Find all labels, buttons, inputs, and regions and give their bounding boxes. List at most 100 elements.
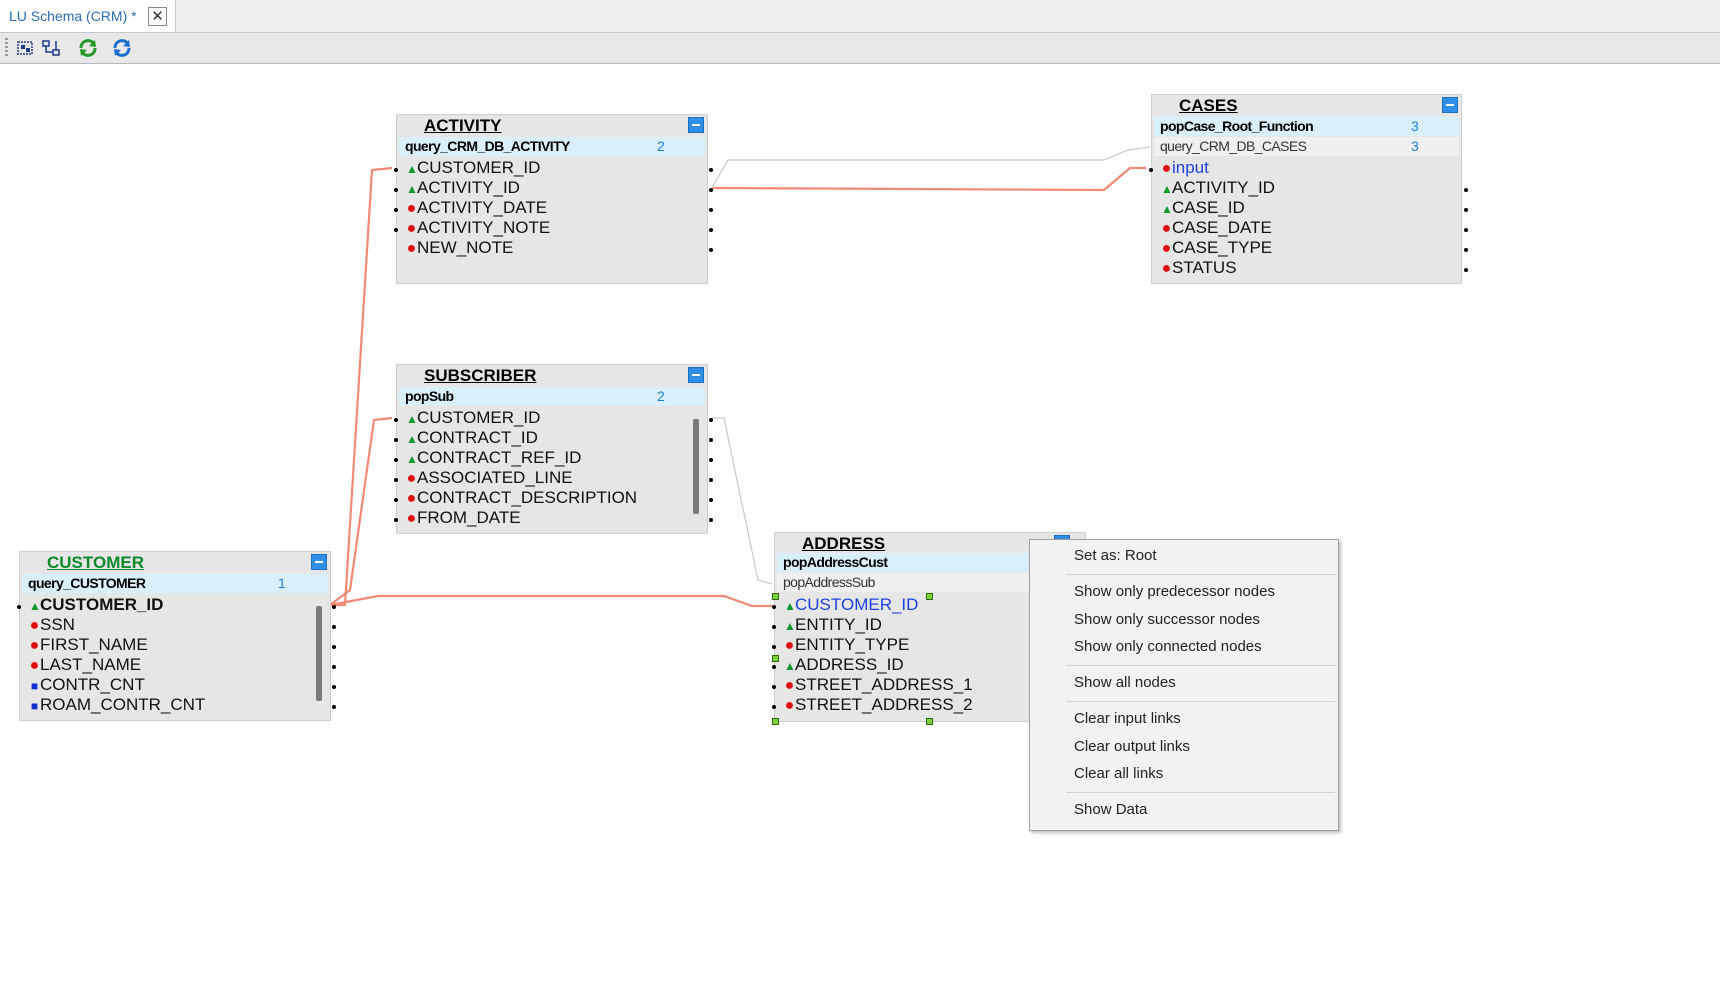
output-port[interactable]: [709, 418, 713, 422]
field-row[interactable]: ▲CUSTOMER_ID: [29, 595, 163, 615]
input-port[interactable]: [394, 458, 398, 462]
input-port[interactable]: [772, 645, 776, 649]
field-row[interactable]: ▲CUSTOMER_ID: [784, 595, 918, 615]
output-port[interactable]: [709, 168, 713, 172]
field-row[interactable]: ●LAST_NAME: [29, 655, 141, 675]
field-row[interactable]: ●ENTITY_TYPE: [784, 635, 910, 655]
menu-item-show-only-connected-nodes[interactable]: Show only connected nodes: [1074, 638, 1262, 655]
input-port[interactable]: [394, 168, 398, 172]
output-port[interactable]: [709, 188, 713, 192]
collapse-icon[interactable]: [311, 554, 327, 570]
node-title[interactable]: ACTIVITY: [424, 116, 502, 135]
node-title[interactable]: SUBSCRIBER: [424, 366, 537, 385]
population-row[interactable]: query_CRM_DB_ACTIVITY 2: [399, 137, 705, 156]
output-port[interactable]: [709, 208, 713, 212]
menu-item-clear-output-links[interactable]: Clear output links: [1074, 738, 1190, 755]
tab-lu-schema-crm[interactable]: LU Schema (CRM) * ✕: [0, 0, 176, 32]
menu-item-show-only-successor-nodes[interactable]: Show only successor nodes: [1074, 611, 1260, 628]
input-port[interactable]: [772, 685, 776, 689]
population-row[interactable]: popSub 2: [399, 387, 705, 406]
node-scrollbar[interactable]: [316, 606, 322, 701]
node-title[interactable]: ADDRESS: [802, 534, 886, 553]
output-port[interactable]: [1464, 248, 1468, 252]
refresh-blue-icon[interactable]: [110, 37, 134, 59]
menu-item-show-all-nodes[interactable]: Show all nodes: [1074, 674, 1176, 691]
node-cases[interactable]: CASES popCase_Root_Function 3 query_CRM_…: [1149, 94, 1468, 284]
output-port[interactable]: [709, 458, 713, 462]
population-row[interactable]: popAddressCust: [777, 553, 1083, 572]
output-port[interactable]: [709, 498, 713, 502]
menu-item-show-only-predecessor-nodes[interactable]: Show only predecessor nodes: [1074, 583, 1275, 600]
field-row[interactable]: ■CONTR_CNT: [29, 675, 145, 695]
input-port[interactable]: [1149, 168, 1153, 172]
selection-handle[interactable]: [772, 718, 779, 725]
field-row[interactable]: ●FROM_DATE: [406, 508, 521, 528]
field-row[interactable]: ▲ADDRESS_ID: [784, 655, 904, 675]
collapse-icon[interactable]: [688, 367, 704, 383]
field-row[interactable]: ▲CASE_ID: [1161, 198, 1245, 218]
output-port[interactable]: [332, 685, 336, 689]
node-customer[interactable]: CUSTOMER query_CUSTOMER 1 ▲CUSTOMER_ID ●…: [17, 551, 336, 721]
input-port[interactable]: [394, 188, 398, 192]
field-row[interactable]: ●NEW_NOTE: [406, 238, 514, 258]
output-port[interactable]: [1464, 188, 1468, 192]
field-row[interactable]: ●FIRST_NAME: [29, 635, 148, 655]
input-port[interactable]: [17, 605, 21, 609]
selection-handle[interactable]: [772, 655, 779, 662]
node-title[interactable]: CASES: [1179, 96, 1238, 115]
population-row[interactable]: popCase_Root_Function 3: [1154, 117, 1459, 136]
field-row[interactable]: ▲CUSTOMER_ID: [406, 408, 540, 428]
field-row[interactable]: ▲CONTRACT_REF_ID: [406, 448, 581, 468]
output-port[interactable]: [332, 645, 336, 649]
field-row[interactable]: ●CASE_DATE: [1161, 218, 1272, 238]
population-row[interactable]: popAddressSub: [777, 573, 1083, 592]
field-row[interactable]: ●ASSOCIATED_LINE: [406, 468, 573, 488]
menu-item-show-data[interactable]: Show Data: [1074, 801, 1148, 818]
output-port[interactable]: [709, 518, 713, 522]
field-row[interactable]: ●STREET_ADDRESS_1: [784, 675, 973, 695]
field-row[interactable]: ▲CONTRACT_ID: [406, 428, 538, 448]
field-row[interactable]: ▲CUSTOMER_ID: [406, 158, 540, 178]
field-row[interactable]: ●CASE_TYPE: [1161, 238, 1273, 258]
output-port[interactable]: [709, 478, 713, 482]
collapse-icon[interactable]: [688, 117, 704, 133]
output-port[interactable]: [709, 228, 713, 232]
input-port[interactable]: [394, 418, 398, 422]
population-row[interactable]: query_CUSTOMER 1: [22, 574, 328, 593]
node-title[interactable]: CUSTOMER: [47, 553, 144, 572]
collapse-icon[interactable]: [1442, 97, 1458, 113]
field-row[interactable]: ▲ACTIVITY_ID: [406, 178, 520, 198]
close-tab-icon[interactable]: ✕: [148, 7, 167, 26]
field-row[interactable]: ●STREET_ADDRESS_2: [784, 695, 973, 715]
population-row[interactable]: query_CRM_DB_CASES 3: [1154, 137, 1459, 156]
field-row[interactable]: ●ACTIVITY_NOTE: [406, 218, 551, 238]
selection-handle[interactable]: [926, 593, 933, 600]
output-port[interactable]: [332, 605, 336, 609]
field-row[interactable]: ■ROAM_CONTR_CNT: [29, 695, 205, 715]
node-subscriber[interactable]: SUBSCRIBER popSub 2 ▲CUSTOMER_ID ▲CONTRA…: [394, 364, 713, 534]
menu-item-set-as-root[interactable]: Set as: Root: [1074, 547, 1157, 564]
auto-layout-icon[interactable]: [40, 37, 64, 59]
field-row[interactable]: ●input: [1161, 158, 1209, 178]
schema-canvas[interactable]: [0, 64, 1720, 993]
input-port[interactable]: [394, 478, 398, 482]
output-port[interactable]: [1464, 208, 1468, 212]
input-port[interactable]: [772, 605, 776, 609]
output-port[interactable]: [709, 248, 713, 252]
input-port[interactable]: [772, 705, 776, 709]
output-port[interactable]: [332, 665, 336, 669]
output-port[interactable]: [332, 625, 336, 629]
menu-item-clear-all-links[interactable]: Clear all links: [1074, 765, 1164, 782]
output-port[interactable]: [1464, 268, 1468, 272]
field-row[interactable]: ●CONTRACT_DESCRIPTION: [406, 488, 637, 508]
input-port[interactable]: [772, 625, 776, 629]
output-port[interactable]: [1464, 228, 1468, 232]
input-port[interactable]: [394, 438, 398, 442]
input-port[interactable]: [394, 228, 398, 232]
field-row[interactable]: ▲ACTIVITY_ID: [1161, 178, 1275, 198]
field-row[interactable]: ●STATUS: [1161, 258, 1237, 278]
input-port[interactable]: [394, 208, 398, 212]
field-row[interactable]: ●ACTIVITY_DATE: [406, 198, 547, 218]
field-row[interactable]: ●SSN: [29, 615, 75, 635]
input-port[interactable]: [394, 498, 398, 502]
